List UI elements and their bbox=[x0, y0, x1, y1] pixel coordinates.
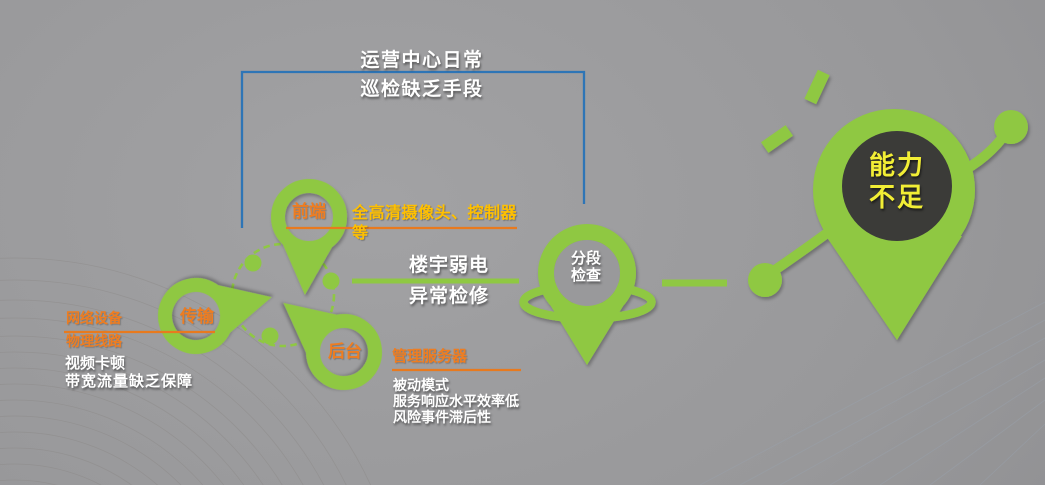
title-line1: 运营中心日常 bbox=[360, 49, 484, 71]
title-line2: 巡检缺乏手段 bbox=[360, 78, 484, 100]
transmission-pin-label: 传输 bbox=[180, 307, 214, 327]
left-label-2: 物理线路 bbox=[66, 334, 122, 350]
character-left-hand-dot bbox=[748, 263, 782, 297]
character-figure bbox=[748, 69, 1028, 340]
middle-pin-icon bbox=[519, 224, 656, 365]
sparkle-ray-1 bbox=[804, 69, 830, 105]
front-pin-icon bbox=[271, 179, 347, 295]
middle-text-line2: 异常检修 bbox=[408, 285, 489, 307]
front-note: 全高清摄像头、控制器等 bbox=[352, 203, 518, 242]
server-note-3: 风险事件滞后性 bbox=[393, 410, 491, 426]
server-note-1: 被动模式 bbox=[393, 378, 449, 394]
orange-underlines bbox=[64, 226, 521, 372]
backend-pin-icon bbox=[283, 302, 382, 390]
big-pin-dark-circle bbox=[842, 131, 952, 241]
left-label-1: 网络设备 bbox=[66, 311, 122, 327]
big-pin-label-line1: 能力 bbox=[868, 151, 925, 181]
character-right-hand-dot bbox=[994, 110, 1028, 144]
big-pin-label-line2: 不足 bbox=[868, 183, 925, 213]
front-pin-label: 前端 bbox=[292, 202, 326, 222]
big-pin-tail bbox=[826, 236, 962, 340]
middle-pin-label-line1: 分段 bbox=[570, 249, 601, 267]
middle-text-line1: 楼宇弱电 bbox=[408, 254, 489, 276]
background-diagonals bbox=[699, 301, 1045, 485]
transmission-pin-icon bbox=[158, 278, 272, 354]
background-arcs bbox=[0, 257, 371, 485]
bracket-line bbox=[240, 70, 586, 228]
middle-pin-label-line2: 检查 bbox=[570, 266, 601, 284]
cluster-dots bbox=[244, 254, 340, 345]
server-label: 管理服务器 bbox=[392, 347, 468, 365]
left-note-1: 视频卡顿 bbox=[65, 354, 126, 372]
server-note-2: 服务响应水平效率低 bbox=[393, 394, 519, 410]
sparkle-ray-2 bbox=[760, 125, 794, 153]
backend-pin-label: 后台 bbox=[328, 342, 362, 362]
left-note-2: 带宽流量缺乏保障 bbox=[65, 372, 194, 390]
